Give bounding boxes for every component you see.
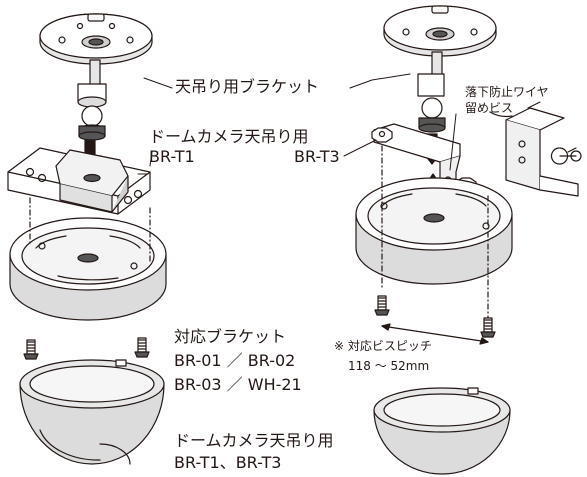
left-dome-cover bbox=[19, 359, 165, 465]
screw-pitch-label-2: 118 ～ 52mm bbox=[348, 359, 430, 373]
fall-wire-label-2: 留めビス bbox=[465, 101, 514, 115]
screw-pitch-dimension bbox=[381, 323, 489, 345]
right-ceiling-bracket bbox=[383, 5, 497, 57]
right-screws bbox=[374, 295, 496, 338]
compat-bracket-line2: BR-03 ／ WH-21 bbox=[174, 375, 302, 394]
right-ball-joint bbox=[417, 51, 446, 133]
br-t1-label: BR-T1 bbox=[149, 147, 195, 166]
dome-ceiling-label-2: ドームカメラ天吊り用 bbox=[174, 431, 334, 450]
screw-pitch-label-1: ※ 対応ビスピッチ bbox=[334, 339, 432, 353]
left-ceiling-bracket bbox=[39, 13, 153, 65]
compat-bracket-title: 対応ブラケット bbox=[174, 327, 287, 346]
left-camera-base bbox=[9, 197, 167, 321]
right-camera-base bbox=[355, 145, 513, 319]
dome-ceiling-label-1: ドームカメラ天吊り用 bbox=[149, 127, 309, 146]
fall-wire-bracket-detail bbox=[489, 107, 582, 197]
left-br-t1-plate bbox=[7, 147, 151, 215]
left-ball-joint bbox=[77, 59, 107, 141]
leader-lines bbox=[137, 73, 541, 175]
compat-bracket-line1: BR-01 ／ BR-02 bbox=[174, 351, 296, 370]
left-screws bbox=[23, 337, 150, 360]
br-t3-label: BR-T3 bbox=[294, 147, 340, 166]
right-dome-cover bbox=[373, 387, 511, 475]
br-t1-t3-label: BR-T1、BR-T3 bbox=[174, 453, 282, 472]
ceiling-bracket-label: 天吊り用ブラケット bbox=[175, 77, 320, 96]
fall-wire-label-1: 落下防止ワイヤ bbox=[465, 85, 549, 99]
